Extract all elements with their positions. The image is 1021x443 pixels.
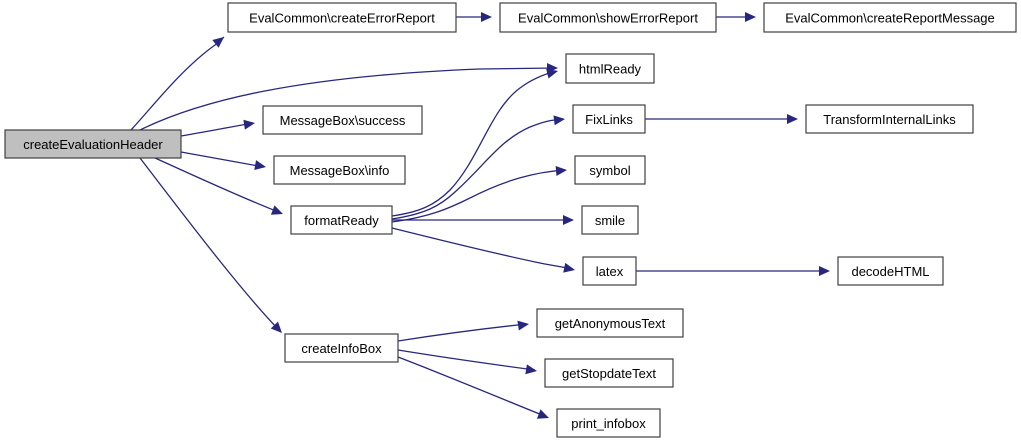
edge-createInfoBox-to-getAnonymousText xyxy=(397,323,528,342)
edge-createEvaluationHeader-to-messageBoxInfo xyxy=(180,151,265,168)
arrow-to-decodeHTML xyxy=(819,266,830,276)
node-createErrorReport[interactable]: EvalCommon\createErrorReport xyxy=(227,2,457,33)
arrowheads-layer xyxy=(212,12,830,419)
node-box-formatReady[interactable] xyxy=(290,205,393,235)
node-box-messageBoxInfo[interactable] xyxy=(273,155,406,185)
arrow-to-print_infobox xyxy=(536,409,549,419)
arrow-to-formatReady xyxy=(270,205,283,215)
arrow-to-messageBoxInfo xyxy=(254,160,266,171)
arrow-to-createErrorReport xyxy=(212,37,224,48)
edge-createInfoBox-to-getStopdateText xyxy=(397,349,536,371)
edge-createInfoBox-to-print_infobox xyxy=(397,356,548,418)
edge-createEvaluationHeader-to-createInfoBox xyxy=(139,157,281,332)
edge-formatReady-to-htmlReady xyxy=(391,70,557,217)
node-box-showErrorReport[interactable] xyxy=(499,2,717,33)
arrow-to-getStopdateText xyxy=(525,364,537,375)
node-showErrorReport[interactable]: EvalCommon\showErrorReport xyxy=(499,2,717,33)
node-box-symbol[interactable] xyxy=(574,155,646,185)
arrow-to-symbol xyxy=(555,165,567,176)
arrow-to-showErrorReport xyxy=(481,12,492,22)
node-formatReady[interactable]: formatReady xyxy=(290,205,393,235)
arrow-to-latex xyxy=(563,262,575,273)
arrow-to-createInfoBox xyxy=(270,321,282,333)
node-decodeHTML[interactable]: decodeHTML xyxy=(837,256,944,286)
node-box-print_infobox[interactable] xyxy=(556,408,661,438)
node-box-fixLinks[interactable] xyxy=(572,104,646,134)
edges-layer xyxy=(129,16,828,418)
node-box-createErrorReport[interactable] xyxy=(227,2,457,33)
edge-createEvaluationHeader-to-htmlReady xyxy=(137,67,557,132)
arrow-to-messageBoxSuccess xyxy=(243,119,255,130)
node-fixLinks[interactable]: FixLinks xyxy=(572,104,646,134)
node-box-getAnonymousText[interactable] xyxy=(536,308,684,338)
node-createEvaluationHeader[interactable]: createEvaluationHeader xyxy=(4,129,182,159)
arrow-to-htmlReady-from-format xyxy=(546,68,558,79)
node-messageBoxSuccess[interactable]: MessageBox\success xyxy=(262,105,423,135)
node-box-htmlReady[interactable] xyxy=(565,53,655,84)
node-box-createReportMessage[interactable] xyxy=(763,2,1017,33)
arrow-to-smile xyxy=(563,215,574,225)
node-smile[interactable]: smile xyxy=(581,205,639,235)
arrow-to-fixLinks xyxy=(553,115,565,126)
node-box-createEvaluationHeader[interactable] xyxy=(4,129,182,159)
node-getStopdateText[interactable]: getStopdateText xyxy=(544,358,674,388)
edge-formatReady-to-symbol xyxy=(391,169,566,223)
edge-createEvaluationHeader-to-formatReady xyxy=(154,157,282,214)
node-box-smile[interactable] xyxy=(581,205,639,235)
node-box-decodeHTML[interactable] xyxy=(837,256,944,286)
node-box-messageBoxSuccess[interactable] xyxy=(262,105,423,135)
node-htmlReady[interactable]: htmlReady xyxy=(565,53,655,84)
edge-createEvaluationHeader-to-messageBoxSuccess xyxy=(180,122,254,137)
node-symbol[interactable]: symbol xyxy=(574,155,646,185)
node-getAnonymousText[interactable]: getAnonymousText xyxy=(536,308,684,338)
node-box-latex[interactable] xyxy=(582,256,637,286)
node-messageBoxInfo[interactable]: MessageBox\info xyxy=(273,155,406,185)
arrow-to-createReportMessage xyxy=(745,12,756,22)
edge-createEvaluationHeader-to-createErrorReport xyxy=(129,36,225,132)
edge-formatReady-to-latex xyxy=(391,227,574,270)
arrow-to-transformInternalLinks xyxy=(787,114,798,124)
node-createInfoBox[interactable]: createInfoBox xyxy=(284,333,399,363)
node-box-createInfoBox[interactable] xyxy=(284,333,399,363)
edge-formatReady-to-fixLinks xyxy=(391,118,564,220)
node-print_infobox[interactable]: print_infobox xyxy=(556,408,661,438)
node-createReportMessage[interactable]: EvalCommon\createReportMessage xyxy=(763,2,1017,33)
node-box-getStopdateText[interactable] xyxy=(544,358,674,388)
node-box-transformInternalLinks[interactable] xyxy=(805,104,974,134)
node-transformInternalLinks[interactable]: TransformInternalLinks xyxy=(805,104,974,134)
node-latex[interactable]: latex xyxy=(582,256,637,286)
arrow-to-getAnonymousText xyxy=(517,320,529,331)
